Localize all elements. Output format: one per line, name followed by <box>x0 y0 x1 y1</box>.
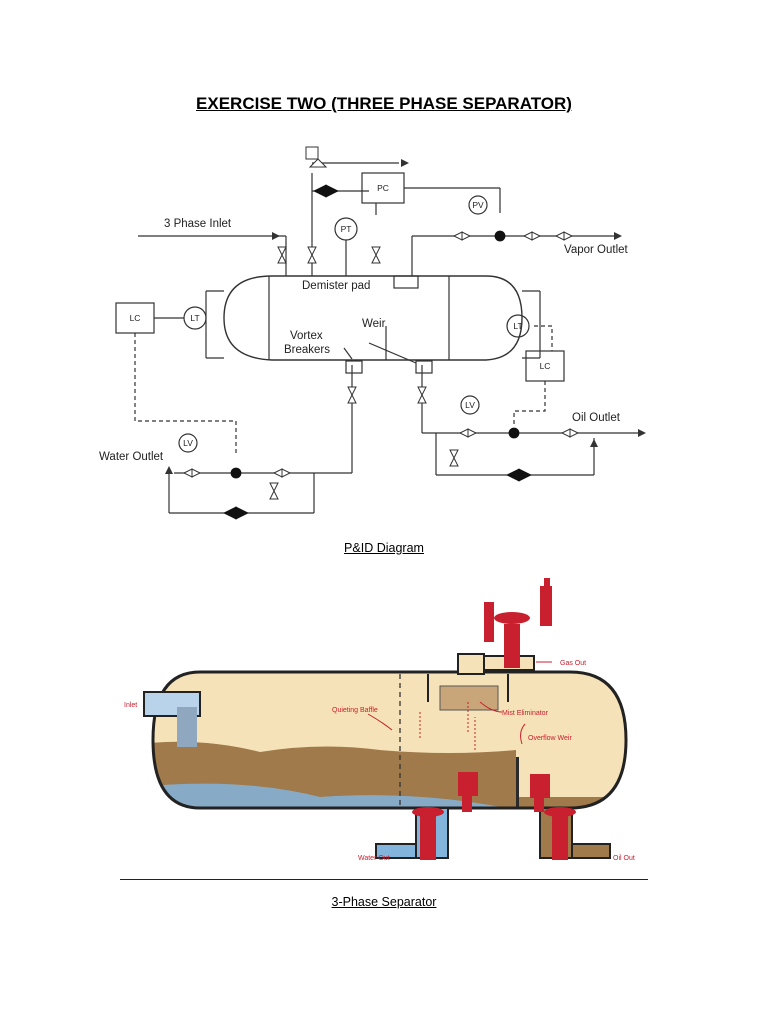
sep-oil-out-label: Oil Out <box>613 855 635 862</box>
lc-left-label: LC <box>130 313 141 323</box>
pid-caption: P&ID Diagram <box>344 541 424 555</box>
pid-vapor-outlet-label: Vapor Outlet <box>564 244 629 256</box>
lt-left-label: LT <box>190 313 199 323</box>
pid-demister-label: Demister pad <box>302 280 370 292</box>
lt-right-label: LT <box>513 321 522 331</box>
sep-quieting-baffle-label: Quieting Baffle <box>332 707 378 714</box>
pv-circle <box>468 195 488 215</box>
pid-vortex-label-2: Breakers <box>284 344 330 356</box>
sep-overflow-weir-label: Overflow Weir <box>528 735 572 742</box>
page-title: EXERCISE TWO (THREE PHASE SEPARATOR) <box>196 94 572 113</box>
pid-diagram: 3 Phase Inlet Vapor Outlet Water Outlet … <box>99 146 646 520</box>
lc-right-label: LC <box>540 361 551 371</box>
pt-label: PT <box>341 224 352 234</box>
sep-water-out-label: Water Out <box>358 855 390 862</box>
separator-illustration: Inlet Gas Out Quieting Baffle Mist Elimi… <box>124 578 635 862</box>
pv-label: PV <box>472 200 484 210</box>
separator-caption: 3-Phase Separator <box>331 895 437 909</box>
lt-right-circle <box>506 314 530 338</box>
pid-vortex-label-1: Vortex <box>290 330 323 342</box>
gas-valve <box>504 624 520 668</box>
vortex-breaker-1 <box>345 360 363 374</box>
sep-inlet-label: Inlet <box>124 702 137 709</box>
pc-label: PC <box>377 183 389 193</box>
sep-mist-eliminator-label: Mist Eliminator <box>502 710 549 717</box>
vortex-breaker-2 <box>415 360 433 374</box>
pid-oil-outlet-label: Oil Outlet <box>572 412 621 424</box>
lv-right-label: LV <box>465 400 475 410</box>
lv-right-circle <box>460 395 480 415</box>
lv-left-label: LV <box>183 438 193 448</box>
demister-pad <box>393 275 419 289</box>
divider-line <box>120 879 648 880</box>
sep-gas-out-label: Gas Out <box>560 660 586 667</box>
pid-water-outlet-label: Water Outlet <box>99 451 164 463</box>
lv-left-circle <box>178 433 198 453</box>
pid-inlet-label: 3 Phase Inlet <box>164 218 232 230</box>
vessel-shell <box>223 275 523 361</box>
pid-weir-label: Weir <box>362 318 386 330</box>
